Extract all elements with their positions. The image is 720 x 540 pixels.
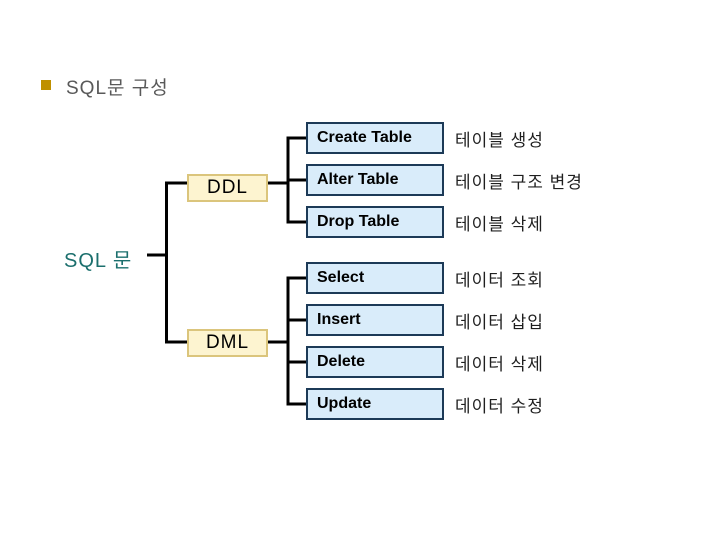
command-box-insert: Insert	[306, 304, 444, 336]
caption-create-table: 테이블 생성	[455, 130, 544, 150]
command-box-select: Select	[306, 262, 444, 294]
caption-insert: 데이터 삽입	[455, 312, 544, 332]
caption-alter-table: 테이블 구조 변경	[455, 172, 583, 192]
tree-root-label: SQL 문	[64, 250, 133, 272]
branch-box-ddl: DDL	[187, 174, 268, 202]
caption-update: 데이터 수정	[455, 396, 544, 416]
page-title: SQL문 구성	[66, 78, 169, 99]
branch-box-dml: DML	[187, 329, 268, 357]
caption-delete: 데이터 삭제	[455, 354, 544, 374]
caption-select: 데이터 조회	[455, 270, 544, 290]
caption-drop-table: 테이블 삭제	[455, 214, 544, 234]
command-box-delete: Delete	[306, 346, 444, 378]
command-box-drop-table: Drop Table	[306, 206, 444, 238]
command-box-update: Update	[306, 388, 444, 420]
bullet-square-icon	[41, 80, 51, 90]
command-box-create-table: Create Table	[306, 122, 444, 154]
command-box-alter-table: Alter Table	[306, 164, 444, 196]
